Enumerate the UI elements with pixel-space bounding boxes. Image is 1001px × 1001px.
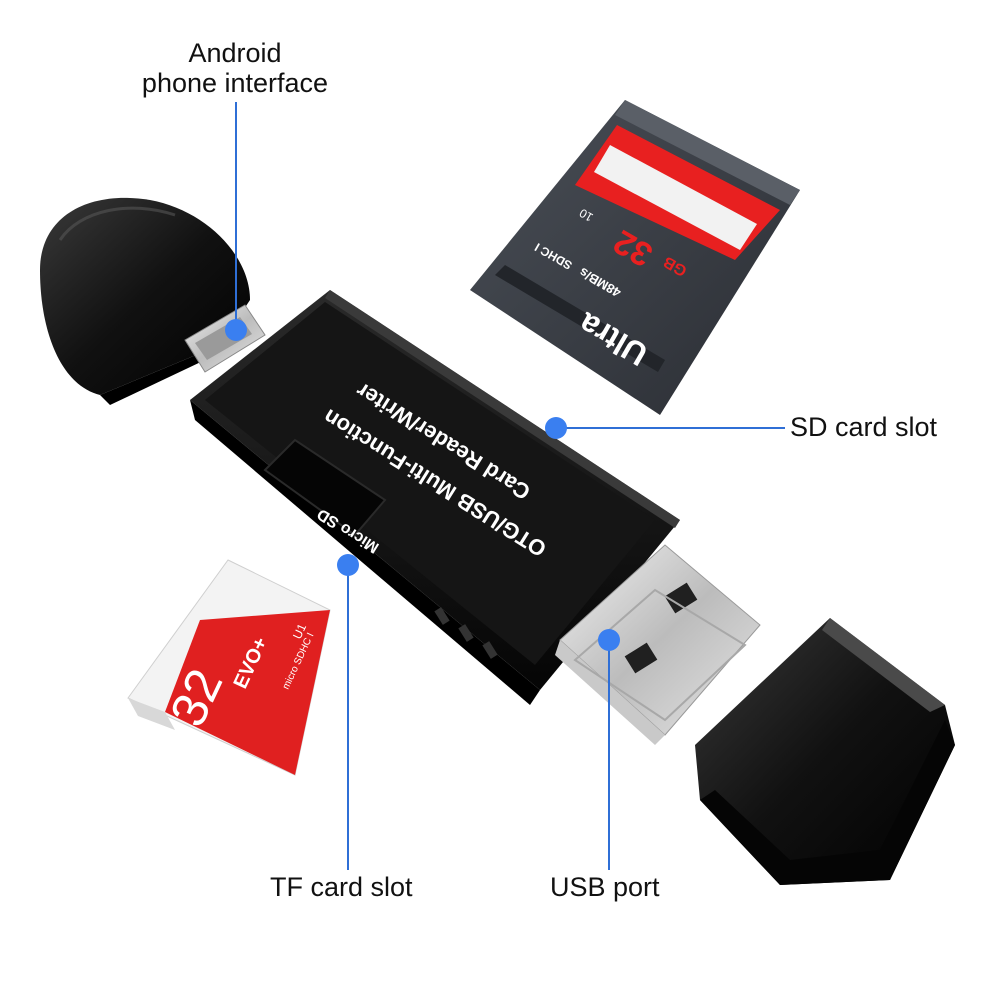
sd-callout-dot (545, 417, 567, 439)
tf-callout-dot (337, 554, 359, 576)
micro-usb-cap (40, 197, 250, 405)
android-callout-dot (225, 319, 247, 341)
sd-card-class: 10 (577, 206, 596, 225)
microsd-card: 32 EVO+ micro SDHC I U1 (127, 559, 331, 776)
callout-lines (225, 102, 785, 870)
android-label-line1: Android (188, 38, 282, 68)
usb-callout-dot (598, 629, 620, 651)
tf-card-uhs: U1 (290, 621, 309, 641)
sd-card: 32 GB Ultra 48MB/s SDHC I 10 (470, 100, 800, 415)
sd-slot-label: SD card slot (790, 412, 938, 442)
android-interface-label: Android phone interface (120, 38, 350, 98)
tf-slot-label: TF card slot (270, 872, 413, 902)
usb-cap (695, 618, 955, 885)
usb-port-label: USB port (550, 872, 660, 902)
android-label-line2: phone interface (141, 68, 329, 98)
